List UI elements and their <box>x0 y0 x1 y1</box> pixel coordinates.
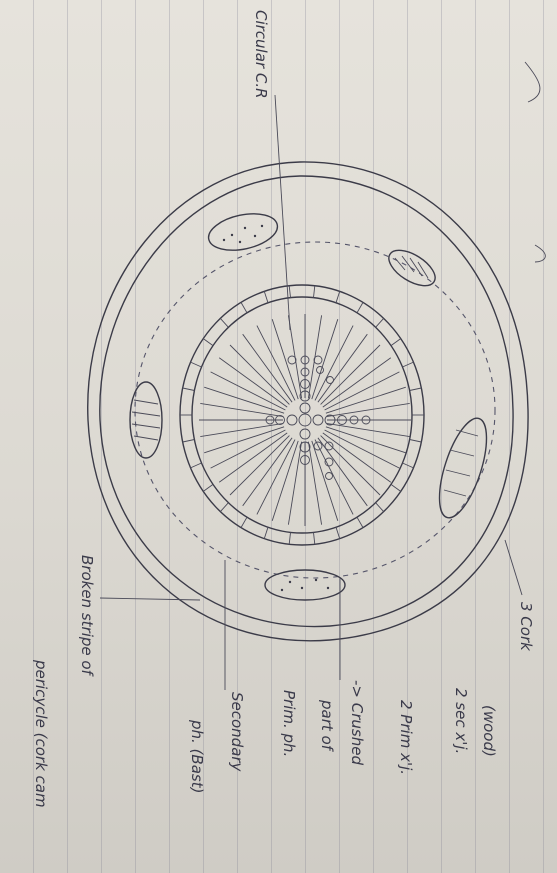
ray-line <box>230 436 289 495</box>
ring-tick <box>183 440 195 443</box>
ring-tick <box>183 388 195 391</box>
ray-line <box>230 345 289 404</box>
outer-boundary <box>88 162 528 641</box>
xylem-rays <box>199 314 411 526</box>
ray-line <box>272 319 298 399</box>
ring-tick <box>410 388 422 391</box>
ring-tick <box>314 286 315 298</box>
ring-tick <box>220 318 228 327</box>
ring-tick <box>264 291 268 302</box>
ray-line <box>272 441 298 521</box>
label-broken-stripe: Broken stripe of <box>78 555 96 675</box>
phloem-patch-bottom <box>265 570 345 600</box>
ray-line <box>308 442 321 525</box>
ring-tick <box>403 362 414 367</box>
label-ph-bast: ph. (Bast) <box>188 720 206 793</box>
ring-tick <box>203 484 213 491</box>
label-prim-xylem: 2 Prim x'j. <box>397 700 415 775</box>
ray-line <box>327 403 410 416</box>
ring-tick <box>376 318 384 327</box>
label-circular-cr: Circular C.R <box>252 10 270 99</box>
ring-tick <box>357 302 363 312</box>
ray-line <box>321 436 380 495</box>
label-pericycle: pericycle (cork cam <box>32 660 50 808</box>
ray-line <box>326 387 406 413</box>
ray-line <box>312 319 338 399</box>
leader-broken-stripe <box>100 598 200 600</box>
ray-line <box>312 441 338 521</box>
ring-tick <box>191 362 202 367</box>
ring-tick <box>314 532 315 544</box>
ring-tick <box>357 517 363 527</box>
ray-line <box>288 442 301 525</box>
leader-circular-cr <box>275 95 290 330</box>
ring-tick <box>220 503 228 512</box>
ray-line <box>327 423 410 436</box>
label-part-of: part of <box>318 700 336 750</box>
label-secondary: Secondary <box>228 692 246 771</box>
ring-tick <box>264 527 268 538</box>
label-prim-ph: Prim. ph. <box>280 690 298 757</box>
phloem-patch-top <box>205 208 281 256</box>
ring-tick <box>403 463 414 468</box>
label-cork: 3 Cork <box>517 602 535 651</box>
ring-tick <box>241 302 247 312</box>
label-crushed: -> Crushed <box>348 680 366 765</box>
ring-tick <box>203 339 213 346</box>
ring-tick <box>241 517 247 527</box>
ring-tick <box>376 503 384 512</box>
ring-tick <box>336 527 340 538</box>
label-sec-xylem: 2 sec x'j. <box>452 688 470 754</box>
ray-line <box>204 387 284 413</box>
dashed-ring <box>135 242 495 578</box>
ray-line <box>204 427 284 453</box>
label-wood: (wood) <box>480 705 498 757</box>
ray-line <box>326 427 406 453</box>
ring-tick <box>289 286 290 298</box>
ring-tick <box>391 339 401 346</box>
ring-tick <box>289 532 290 544</box>
ray-line <box>200 403 283 416</box>
ring-tick <box>336 291 340 302</box>
phloem-patch-left <box>130 382 162 458</box>
ring-tick <box>410 440 422 443</box>
leader-cork <box>505 540 522 595</box>
ray-line <box>321 345 380 404</box>
top-mark <box>525 62 545 262</box>
ring-tick <box>191 463 202 468</box>
ray-line <box>200 423 283 436</box>
ring-tick <box>391 484 401 491</box>
